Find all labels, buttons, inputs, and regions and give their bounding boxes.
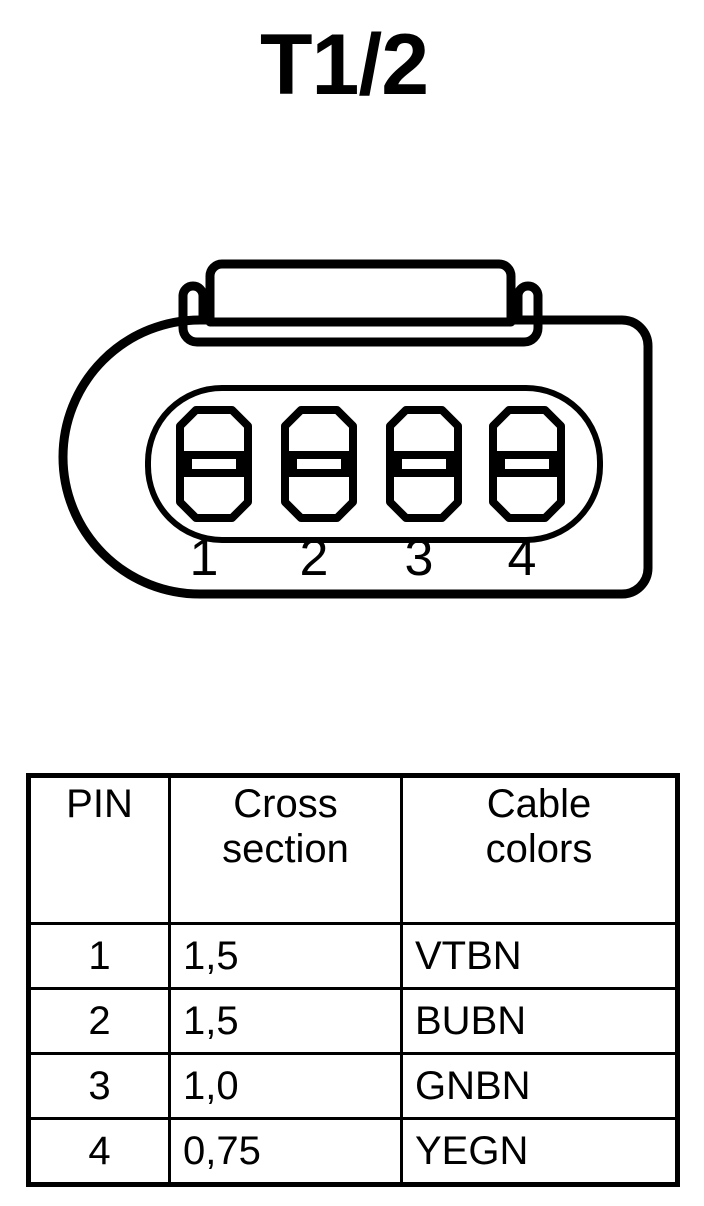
pin-number-label-4: 4 — [508, 529, 537, 587]
table-header-row: PIN Cross section Cable colors — [28, 775, 678, 925]
pin-cavity-2 — [281, 406, 357, 522]
column-header-cross-section-line1: Cross — [233, 782, 338, 826]
cell-cable-colors: GNBN — [400, 1052, 678, 1120]
column-header-cross-section: Cross section — [168, 775, 403, 925]
cell-cross-section: 1,0 — [168, 1052, 403, 1120]
table-row: 2 1,5 BUBN — [28, 987, 678, 1055]
cell-cross-section: 0,75 — [168, 1117, 403, 1185]
column-header-cable-colors-line1: Cable — [486, 782, 592, 826]
cell-pin: 4 — [28, 1117, 171, 1185]
latch-bracket — [178, 291, 543, 347]
cell-cross-section: 1,5 — [168, 987, 403, 1055]
latch-inner-pad — [205, 259, 516, 327]
pin-cavity-4-slot — [497, 451, 557, 477]
cell-cable-colors: VTBN — [400, 922, 678, 990]
cell-pin: 1 — [28, 922, 171, 990]
table-row: 1 1,5 VTBN — [28, 922, 678, 990]
cell-pin: 3 — [28, 1052, 171, 1120]
pin-number-label-2: 2 — [300, 529, 329, 587]
pin-number-label-1: 1 — [190, 529, 219, 587]
column-header-pin: PIN — [28, 775, 171, 925]
cell-pin: 2 — [28, 987, 171, 1055]
page-title: T1/2 — [0, 22, 704, 108]
connector-diagram: 1 2 3 4 — [0, 250, 704, 620]
pin-cavity-1-slot — [184, 451, 244, 477]
table-row: 4 0,75 YEGN — [28, 1117, 678, 1185]
pin-cavity-3 — [386, 406, 462, 522]
connector-title-text: T1/2 — [259, 17, 429, 113]
column-header-cross-section-line2: section — [222, 826, 349, 871]
pin-cavity-2-slot — [289, 451, 349, 477]
column-header-cable-colors-line2: colors — [485, 826, 593, 871]
column-header-cable-colors: Cable colors — [400, 775, 678, 925]
cell-cable-colors: BUBN — [400, 987, 678, 1055]
pin-cavity-1 — [176, 406, 252, 522]
inner-housing-outline — [145, 385, 603, 543]
latch-hook-left — [178, 281, 208, 325]
pin-number-label-3: 3 — [405, 529, 434, 587]
pin-assignment-table: PIN Cross section Cable colors 1 1,5 VTB… — [26, 773, 680, 1187]
table-row: 3 1,0 GNBN — [28, 1052, 678, 1120]
latch-hook-right — [513, 281, 543, 325]
cell-cable-colors: YEGN — [400, 1117, 678, 1185]
pin-cavity-4 — [489, 406, 565, 522]
column-header-pin-line1: PIN — [66, 782, 133, 826]
cell-cross-section: 1,5 — [168, 922, 403, 990]
pin-cavity-3-slot — [394, 451, 454, 477]
